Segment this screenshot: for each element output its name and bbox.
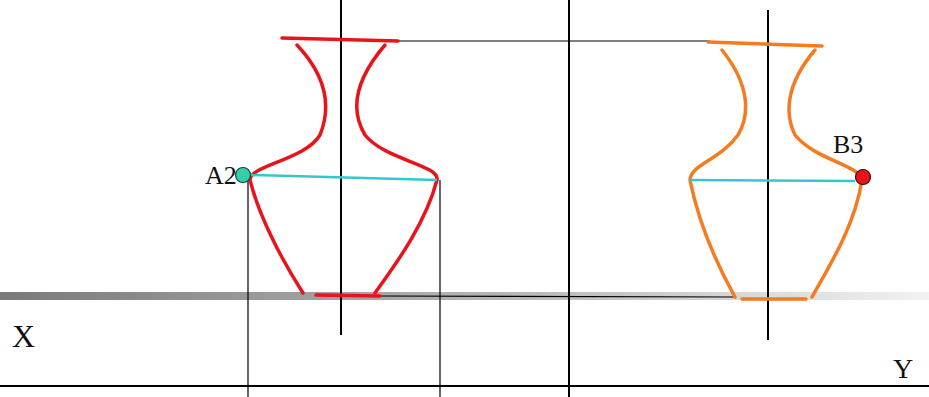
axis-label: Y	[893, 355, 913, 383]
ground-band	[0, 292, 929, 300]
axis-line	[0, 385, 929, 387]
point-marker	[236, 168, 251, 183]
point-label: A2	[205, 163, 237, 189]
projection-line	[439, 180, 440, 397]
vase-axis	[767, 10, 769, 340]
projection-line	[247, 178, 248, 397]
center-line	[568, 0, 570, 397]
section-line	[690, 180, 855, 181]
point-label: B3	[833, 132, 863, 158]
projection-line	[380, 296, 735, 297]
section-line	[250, 175, 437, 180]
axis-label: X	[12, 320, 35, 352]
vase-axis	[340, 0, 342, 335]
projection-line	[396, 40, 710, 41]
vase-front	[250, 38, 437, 296]
vase-side	[690, 42, 862, 299]
point-marker	[856, 170, 871, 185]
